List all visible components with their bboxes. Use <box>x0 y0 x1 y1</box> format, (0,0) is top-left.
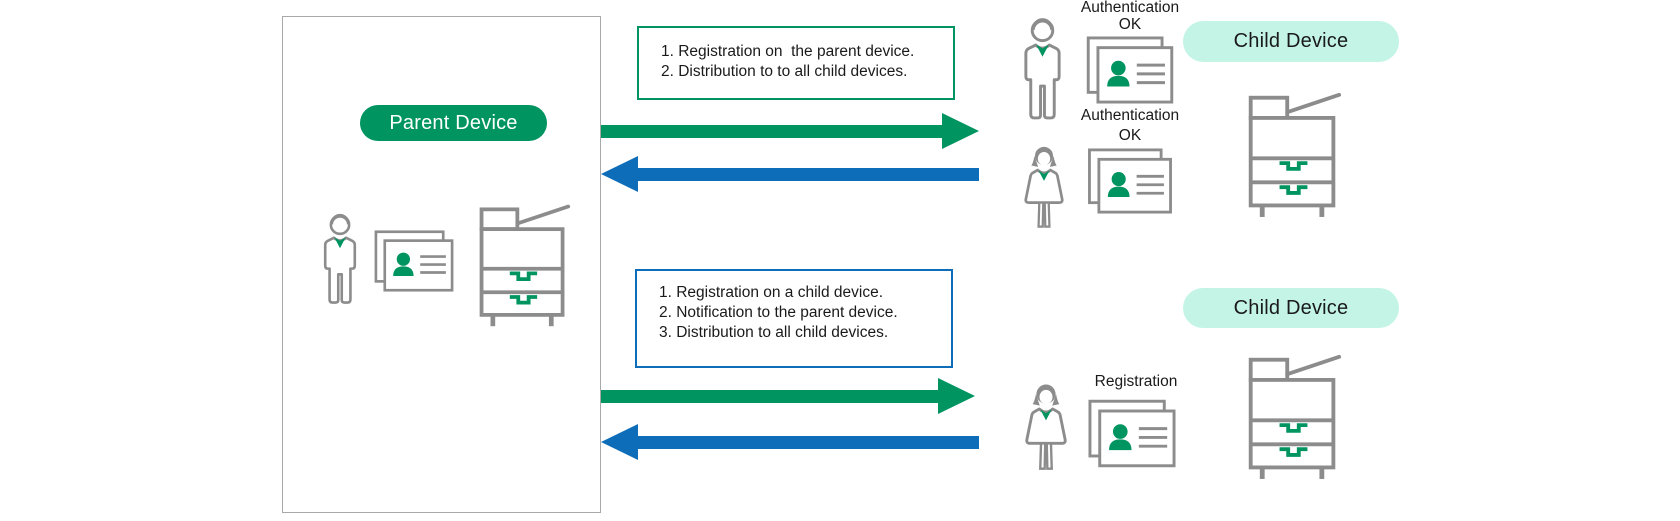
arrow-shaft <box>601 125 944 138</box>
note-line: 3. Distribution to all child devices. <box>659 324 889 341</box>
multifunction-printer-icon <box>1243 86 1343 221</box>
note-line: 2. Distribution to to all child devices. <box>661 63 908 80</box>
authentication-ok-label-1: Authentication OK <box>1080 0 1180 33</box>
id-card-icon <box>1088 399 1176 468</box>
multifunction-printer-icon <box>474 199 572 329</box>
blue-arrow-left-bottom <box>601 424 979 460</box>
id-card-icon <box>1086 36 1174 104</box>
note-child-registration: 1. Registration on a child device. 2. No… <box>635 269 953 368</box>
note-line: 2. Notification to the parent device. <box>659 304 898 321</box>
note-line: 1. Registration on the parent device. <box>661 43 915 60</box>
child-device-label-bottom: Child Device <box>1183 288 1399 328</box>
arrow-shaft <box>636 436 979 449</box>
id-card-icon <box>1086 148 1174 214</box>
multifunction-printer-icon <box>1243 348 1343 483</box>
arrow-shaft <box>636 168 979 181</box>
child-device-label-top: Child Device <box>1183 21 1399 62</box>
arrow-head-right-icon <box>938 378 975 414</box>
arrow-shaft <box>601 390 940 403</box>
user-female-icon <box>1023 146 1065 233</box>
arrow-head-left-icon <box>601 156 638 192</box>
note-line: 1. Registration on a child device. <box>659 284 884 301</box>
arrow-head-right-icon <box>942 113 979 149</box>
user-female-icon <box>1024 381 1068 478</box>
user-male-icon <box>320 211 360 308</box>
note-parent-registration: 1. Registration on the parent device. 2.… <box>637 26 955 100</box>
green-arrow-right-bottom <box>601 378 975 414</box>
blue-arrow-left-top <box>601 156 979 192</box>
parent-device-label: Parent Device <box>360 105 547 141</box>
green-arrow-right-top <box>601 113 979 149</box>
arrow-head-left-icon <box>601 424 638 460</box>
authentication-ok-label-2: Authentication OK <box>1080 107 1180 144</box>
registration-label: Registration <box>1094 373 1178 390</box>
id-card-icon <box>374 230 454 292</box>
user-male-icon <box>1020 17 1065 122</box>
